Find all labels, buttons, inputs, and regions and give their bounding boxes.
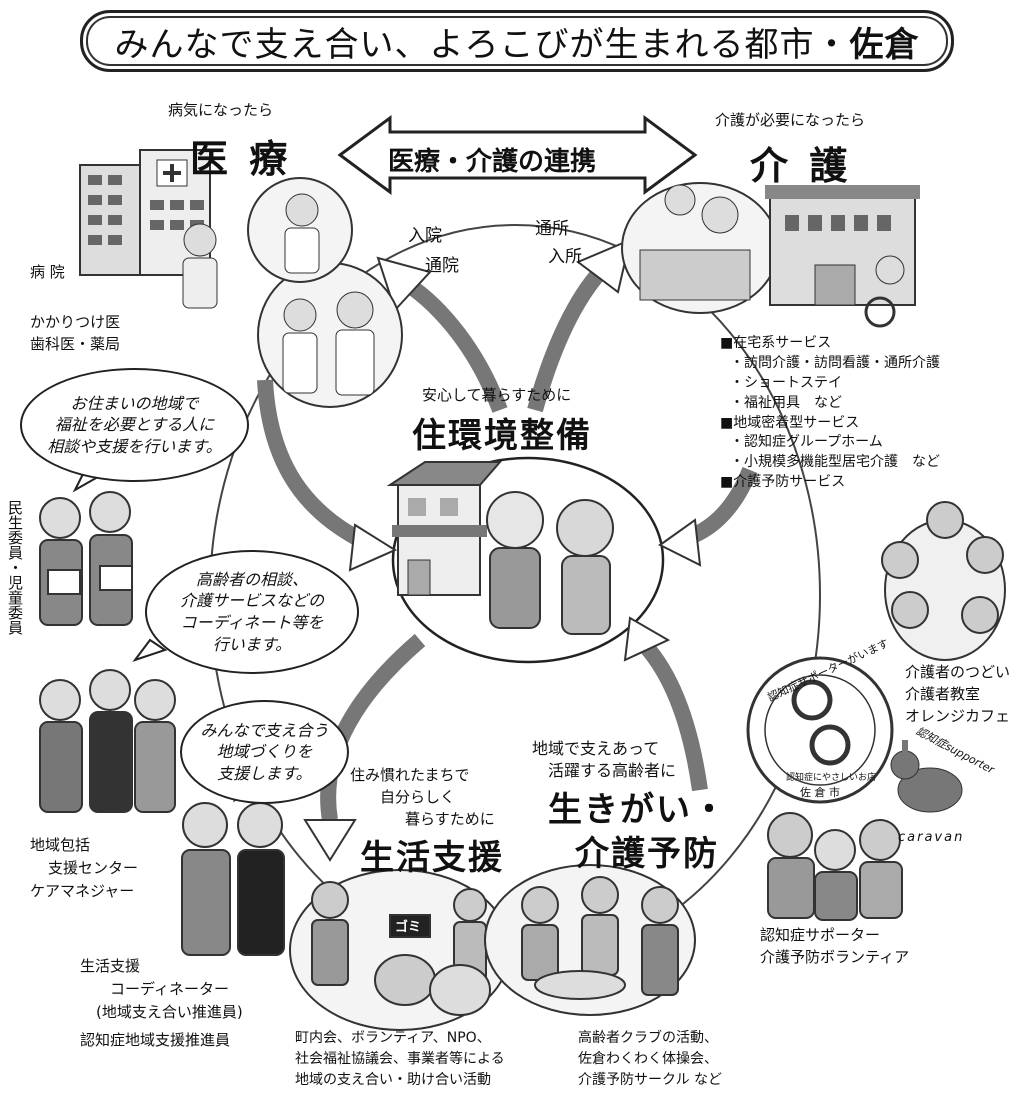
doctor-nurse-circle xyxy=(257,262,403,408)
bubble-line: 福祉を必要とする人に xyxy=(54,415,215,435)
life-support-line-1: 住み慣れたまちで xyxy=(350,766,470,784)
center-staff-illustration xyxy=(39,669,176,813)
activity-line: 社会福祉協議会、事業者等による xyxy=(295,1051,505,1067)
center-label-1: 地域包括 xyxy=(30,836,91,854)
ikigai-arrow xyxy=(634,634,708,792)
hospital-illustration xyxy=(79,149,211,276)
coordinator-label-3: (地域支え合い推進員) xyxy=(96,1003,243,1021)
service-item: ■在宅系サービス xyxy=(720,335,832,351)
elderly-consult-speech-bubble: 高齢者の相談、 介護サービスなどの コーディネート等を 行います。 xyxy=(145,550,359,674)
garbage-sign: ゴミ xyxy=(395,920,422,935)
activity-line: 地域の支え合い・助け合い活動 xyxy=(295,1072,491,1088)
clinic-label-2: 歯科医・薬局 xyxy=(30,335,121,353)
supporter-volunteers-illustration xyxy=(767,812,903,921)
housing-subtitle: 安心して暮らすために xyxy=(422,386,572,404)
care-facility-illustration xyxy=(765,185,920,328)
activity-line: 町内会、ボランティア、NPO、 xyxy=(295,1030,491,1046)
ikigai-line-1: 地域で支えあって xyxy=(532,739,660,758)
outpatient-label: 通院 xyxy=(425,256,459,276)
bubble-line: 地域づくりを xyxy=(216,742,313,762)
ikigai-heading-2: 介護予防 xyxy=(575,834,719,874)
bubble-line: 支援します。 xyxy=(217,763,312,783)
care-to-center-arrowhead xyxy=(658,518,702,567)
hospital-label: 病 院 xyxy=(30,263,65,281)
medical-to-center-arrow xyxy=(257,379,374,553)
activity-line: 介護予防サークル など xyxy=(578,1072,723,1088)
community-speech-bubble: みんなで支え合う 地域づくりを 支援します。 xyxy=(180,700,349,804)
elderly-couple-illustration xyxy=(486,491,614,635)
activity-line: 佐倉わくわく体操会、 xyxy=(578,1051,718,1067)
service-item: ・小規模多機能型居宅介護 など xyxy=(730,454,940,471)
bubble-line: お住まいの地域で xyxy=(70,393,199,413)
coordinators-illustration xyxy=(181,802,285,956)
medical-to-center-arrowhead xyxy=(348,523,398,572)
medical-heading: 医 療 xyxy=(190,137,292,181)
life-support-arrow xyxy=(320,633,426,822)
service-item: ・福祉用具 など xyxy=(730,394,842,411)
daycare-label: 通所 xyxy=(535,219,569,239)
service-item: ■地域密着型サービス xyxy=(720,414,860,431)
coordinator-label-2: コーディネーター xyxy=(110,980,229,998)
welfare-speech-bubble: お住まいの地域で 福祉を必要とする人に 相談や支援を行います。 xyxy=(20,368,249,482)
badge-city-text: 佐 倉 市 xyxy=(800,786,840,799)
medical-staff-figures xyxy=(182,193,375,396)
bubble-line: みんなで支え合う xyxy=(200,720,329,740)
link-arrow-label: 医療・介護の連携 xyxy=(388,147,597,177)
caravan-bottom-text: caravan xyxy=(898,830,965,845)
commissioner-label: 民生委員・児童委員 xyxy=(6,500,24,635)
elderly-club-activities-text: 高齢者クラブの活動、 佐倉わくわく体操会、 介護予防サークル など xyxy=(578,1028,722,1091)
caravan-mascot xyxy=(890,740,963,813)
gathering-label: 介護者のつどい xyxy=(905,663,1011,681)
bubble-line: コーディネート等を xyxy=(180,613,324,632)
center-label-2: 支援センター xyxy=(48,859,139,877)
life-support-line-3: 暮らすために xyxy=(405,810,495,828)
service-item: ・訪問介護・訪問看護・通所介護 xyxy=(730,354,940,371)
admit-label: 入院 xyxy=(408,226,442,246)
care-heading: 介 護 xyxy=(750,144,852,188)
service-item: ■介護予防サービス xyxy=(720,474,846,491)
housing-heading: 住環境整備 xyxy=(412,416,592,456)
bubble-line: 高齢者の相談、 xyxy=(195,569,308,589)
badge-inner-text: 認知症にやさしいお店 xyxy=(786,773,877,783)
life-support-heading: 生活支援 xyxy=(360,838,504,878)
volunteer-label: 認知症サポーター xyxy=(760,926,881,944)
ikigai-heading-1: 生きがい・ xyxy=(548,790,728,830)
medical-subtitle: 病気になったら xyxy=(168,101,274,119)
ikigai-line-2: 活躍する高齢者に xyxy=(548,761,677,780)
medical-care-double-arrow xyxy=(337,115,698,195)
page-title: みんなで支え合い、よろこびが生まれる都市・佐倉 xyxy=(114,24,920,65)
bubble-line: 介護サービスなどの xyxy=(179,591,324,611)
gathering-label: 介護者教室 xyxy=(905,685,981,703)
dementia-supporter-badge xyxy=(746,656,894,804)
gathering-label: オレンジカフェ xyxy=(905,707,1011,725)
ikigai-arrowhead xyxy=(623,616,671,662)
care-services-list: ■在宅系サービス ・訪問介護・訪問看護・通所介護 ・ショートステイ ・福祉用具 … xyxy=(720,334,940,493)
life-support-line-2: 自分らしく xyxy=(380,788,456,806)
admission-label: 入所 xyxy=(548,247,582,267)
life-support-arrowhead xyxy=(303,819,357,862)
volunteer-label: 介護予防ボランティア xyxy=(760,948,910,966)
caregivers-gathering-illustration xyxy=(881,501,1006,661)
service-item: ・ショートステイ xyxy=(730,374,842,391)
dementia-promoter-label: 認知症地域支援推進員 xyxy=(80,1031,231,1049)
coordinator-label-1: 生活支援 xyxy=(80,957,141,975)
center-label-3: ケアマネジャー xyxy=(30,882,135,900)
commissioners-illustration xyxy=(39,491,133,626)
bubble-line: 相談や支援を行います。 xyxy=(47,436,222,456)
house-illustration xyxy=(386,461,503,596)
bubble-line: 行います。 xyxy=(212,634,292,654)
service-item: ・認知症グループホーム xyxy=(730,434,883,451)
activity-line: 高齢者クラブの活動、 xyxy=(578,1030,718,1046)
clinic-label-1: かかりつけ医 xyxy=(30,313,121,331)
care-subtitle: 介護が必要になったら xyxy=(715,111,866,129)
title-banner: みんなで支え合い、よろこびが生まれる都市・佐倉 xyxy=(80,10,954,72)
community-activities-text: 町内会、ボランティア、NPO、 社会福祉協議会、事業者等による 地域の支え合い・… xyxy=(295,1028,505,1091)
